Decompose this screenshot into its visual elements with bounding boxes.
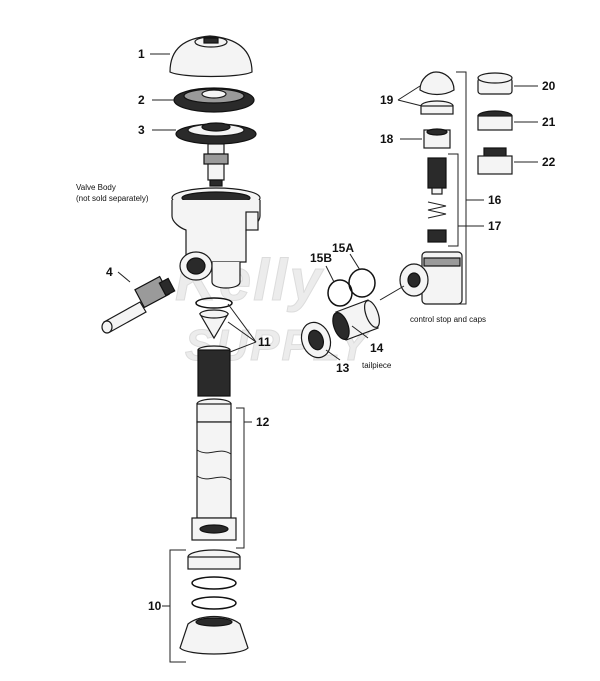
valve-body [171, 187, 261, 289]
label-15b: 15B [310, 251, 332, 265]
part-1-cover [169, 35, 253, 78]
part-17-stop-internals [427, 157, 447, 243]
label-10: 10 [148, 599, 162, 613]
part-21-cap [477, 110, 513, 131]
diaphragm-stem [203, 143, 229, 187]
part-13-coupling-nut [300, 321, 332, 359]
part-11-seals [195, 297, 233, 340]
part-2-handle-ring [173, 87, 255, 113]
part-19-cap [419, 71, 455, 115]
label-19: 19 [380, 93, 394, 107]
caption-control-stop: control stop and caps [410, 315, 486, 324]
label-4: 4 [106, 265, 113, 279]
label-2: 2 [138, 93, 145, 107]
label-11: 11 [258, 335, 271, 349]
part-4-handle-assembly [101, 275, 176, 334]
leader-lines [117, 53, 538, 663]
label-21: 21 [542, 115, 556, 129]
label-13: 13 [336, 361, 350, 375]
part-20-cap [477, 72, 513, 95]
label-17: 17 [488, 219, 502, 233]
label-22: 22 [542, 155, 556, 169]
label-16: 16 [488, 193, 502, 207]
label-18: 18 [380, 132, 394, 146]
caption-valve-body: Valve Body [76, 183, 116, 192]
part-12-tube-assembly [191, 345, 237, 541]
caption-not-sold: (not sold separately) [76, 194, 149, 203]
label-1: 1 [138, 47, 145, 61]
label-3: 3 [138, 123, 145, 137]
label-12: 12 [256, 415, 270, 429]
caption-tailpiece: tailpiece [362, 361, 392, 370]
label-14: 14 [370, 341, 384, 355]
label-20: 20 [542, 79, 556, 93]
part-number-labels: 1 2 3 4 11 12 10 13 14 15A 15B 16 17 18 … [106, 47, 556, 613]
part-3-diaphragm [175, 122, 257, 145]
part-15-rings [327, 268, 376, 307]
part-22-cap [477, 147, 513, 175]
part-14-tailpiece [332, 299, 380, 341]
label-15a: 15A [332, 241, 354, 255]
captions: Valve Body (not sold separately) control… [76, 183, 486, 370]
part-16-control-stop-body [399, 251, 463, 305]
part-10-flange-kit [179, 549, 249, 655]
part-18-nut [423, 128, 451, 149]
